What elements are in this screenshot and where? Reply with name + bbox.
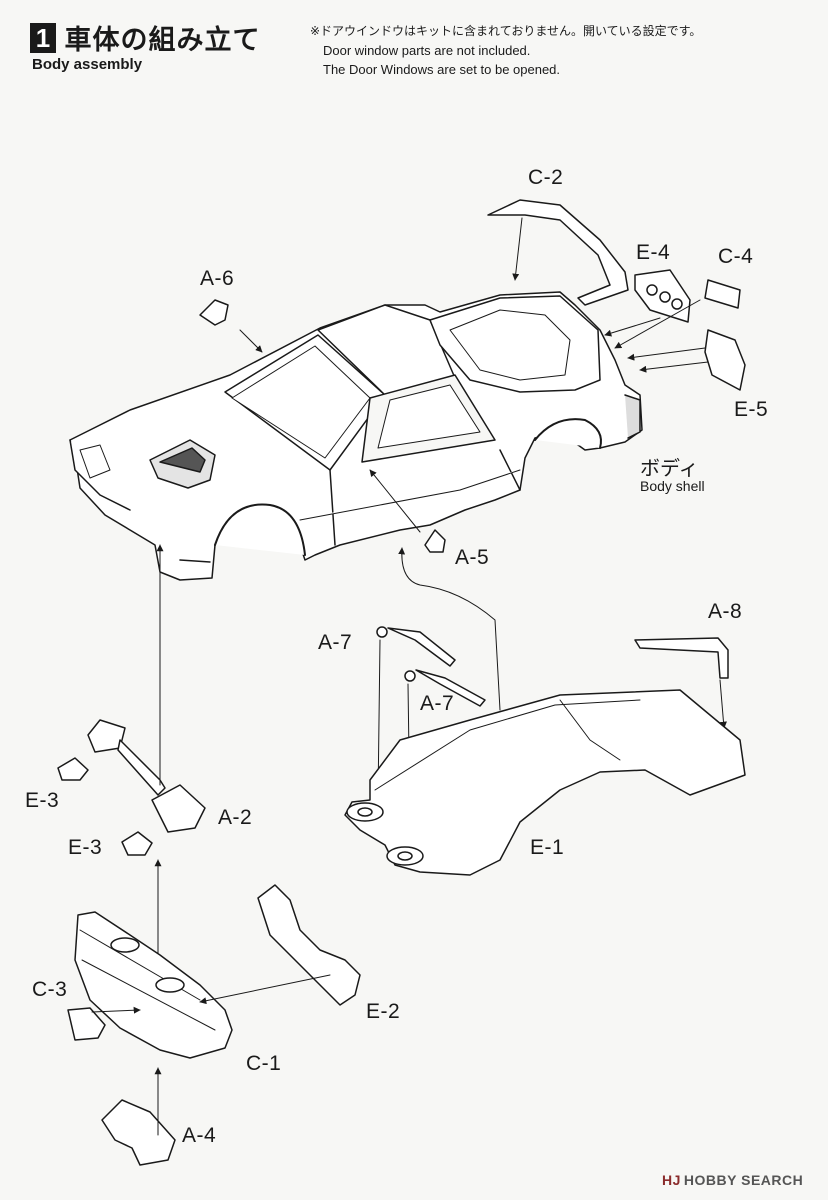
assembly-notes: ※ドアウインドウはキットに含まれておりません。開いている設定です。 Door w…: [310, 22, 701, 79]
body-shell-label-ja: ボディ: [640, 456, 699, 480]
step-title-en: Body assembly: [32, 56, 143, 73]
label-c4: C-4: [718, 245, 754, 268]
note-en-1: Door window parts are not included.: [323, 43, 531, 58]
label-e3-bottom: E-3: [68, 836, 103, 859]
note-en-2: The Door Windows are set to be opened.: [323, 62, 561, 77]
label-e2: E-2: [366, 1000, 401, 1023]
label-a8: A-8: [708, 600, 743, 623]
watermark-brand: HOBBY SEARCH: [683, 1172, 804, 1188]
body-shell-label-en: Body shell: [640, 478, 705, 494]
label-c2: C-2: [528, 166, 564, 189]
part-e1-drawing: [344, 689, 746, 876]
part-e2-drawing: [257, 884, 361, 1006]
part-a4-drawing: [101, 1099, 176, 1166]
label-e1: E-1: [530, 836, 565, 859]
label-a2: A-2: [218, 806, 253, 829]
label-a6: A-6: [200, 267, 235, 290]
part-c2-drawing: [487, 199, 629, 306]
watermark-logo-mark: HJ: [662, 1172, 681, 1188]
label-c3: C-3: [32, 978, 68, 1001]
label-e4: E-4: [636, 241, 671, 264]
part-e5-drawing: [704, 329, 746, 391]
body-shell-drawing: [69, 291, 643, 581]
part-c4-drawing: [704, 279, 741, 309]
label-a7-top: A-7: [318, 631, 353, 654]
part-e4-drawing: [634, 269, 691, 323]
step-title-ja: 車体の組み立て: [64, 25, 261, 56]
part-e3-top-drawing: [57, 757, 89, 781]
part-a7-drawings: [376, 626, 486, 707]
step-header: 1 車体の組み立て: [30, 18, 260, 57]
part-a2-drawing: [87, 719, 206, 833]
label-a4: A-4: [182, 1124, 217, 1147]
part-a8-drawing: [634, 637, 729, 679]
step-number: 1: [30, 22, 56, 53]
note-ja: ※ドアウインドウはキットに含まれておりません。開いている設定です。: [310, 24, 702, 38]
part-c3-drawing: [67, 1007, 106, 1041]
label-a7-bottom: A-7: [420, 692, 455, 715]
part-e3-bottom-drawing: [121, 831, 153, 856]
label-c1: C-1: [246, 1052, 282, 1075]
label-e5: E-5: [734, 398, 769, 421]
label-a5: A-5: [455, 546, 490, 569]
part-a6-drawing: [199, 299, 229, 326]
part-a5-drawing: [424, 529, 446, 553]
label-e3-top: E-3: [25, 789, 60, 812]
